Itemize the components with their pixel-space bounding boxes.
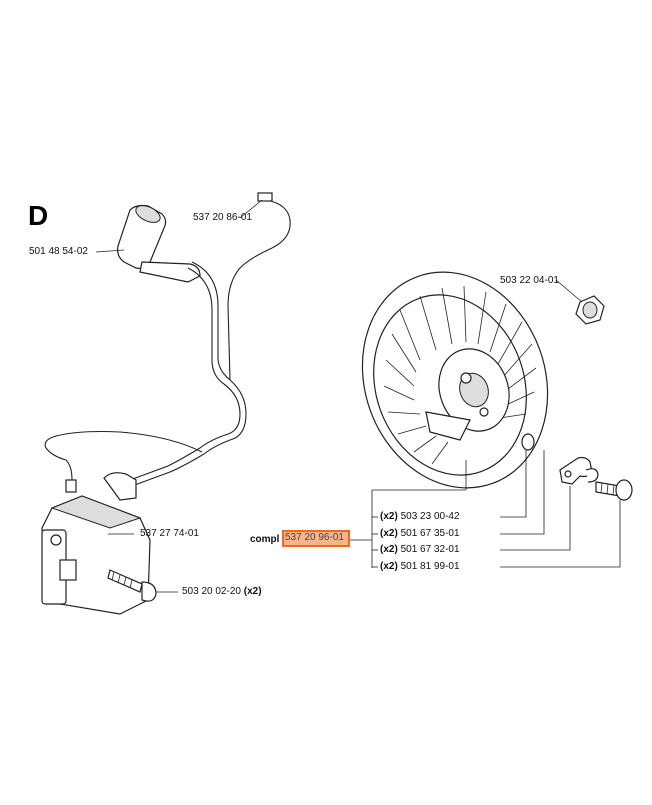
part-label-kit-3[interactable]: (x2) 501 67 32-01 — [380, 544, 460, 556]
part-label-coil-screw[interactable]: 503 20 02-20 (x2) — [182, 586, 262, 598]
part-label-ignition-module[interactable]: 537 27 74-01 — [140, 528, 199, 539]
quantity: (x2) — [380, 511, 398, 522]
part-label-spark-boot[interactable]: 501 48 54-02 — [29, 246, 88, 257]
kit-part-number-highlight[interactable]: 537 20 96-01 — [282, 530, 350, 547]
part-number: 501 81 99-01 — [400, 561, 460, 572]
kit-prefix: compl — [250, 534, 280, 545]
leader-lines — [95, 199, 621, 593]
quantity: (x2) — [243, 586, 262, 597]
part-label-ht-lead[interactable]: 537 20 86-01 — [193, 212, 252, 223]
spark-plug-boot — [117, 204, 201, 283]
ground-wire — [44, 430, 203, 481]
quantity: (x2) — [380, 544, 398, 555]
part-number: 503 20 02-20 — [182, 586, 241, 597]
part-label-nut[interactable]: 503 22 04-01 — [500, 275, 559, 286]
spring — [585, 468, 599, 483]
ht-lead — [129, 267, 241, 481]
part-number: 501 67 35-01 — [400, 528, 460, 539]
section-letter: D — [28, 200, 49, 231]
part-number: 503 23 00-42 — [400, 511, 460, 522]
flywheel — [361, 271, 549, 489]
part-label-kit-1[interactable]: (x2) 503 23 00-42 — [380, 511, 460, 523]
pawl-screw — [595, 479, 633, 501]
washer — [521, 433, 535, 451]
part-number: 501 67 32-01 — [400, 544, 460, 555]
ignition-module — [41, 472, 151, 615]
flywheel-nut — [575, 295, 605, 325]
quantity: (x2) — [380, 561, 398, 572]
stop-wire — [227, 199, 291, 381]
quantity: (x2) — [380, 528, 398, 539]
part-label-kit-4[interactable]: (x2) 501 81 99-01 — [380, 561, 460, 573]
part-label-kit-2[interactable]: (x2) 501 67 35-01 — [380, 528, 460, 540]
coil-screw — [107, 569, 157, 602]
